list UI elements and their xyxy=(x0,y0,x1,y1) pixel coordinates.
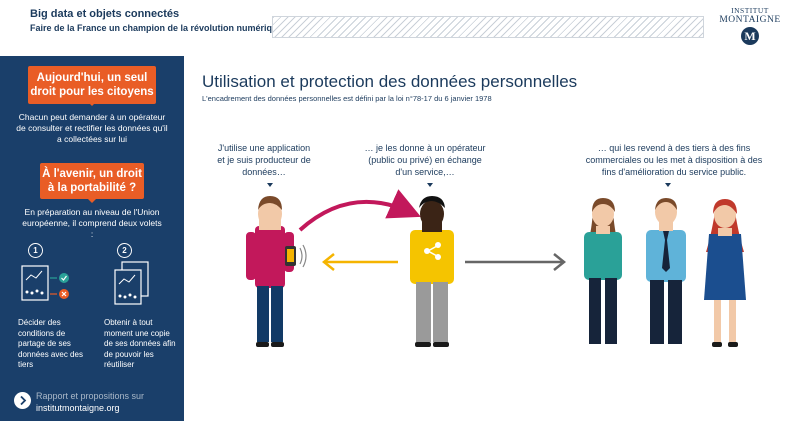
logo-line-1: INSTITUT xyxy=(731,6,769,15)
resale-arrow xyxy=(465,253,567,271)
caption-operator: … je les donne à un opérateur (public ou… xyxy=(364,143,486,177)
service-return-arrow xyxy=(321,253,398,271)
item-2-text: Obtenir à tout moment une copie de ses d… xyxy=(104,318,176,369)
footer-link[interactable]: institutmontaigne.org xyxy=(36,403,120,413)
header-subtitle: Faire de la France un champion de la rév… xyxy=(30,23,283,33)
item-1-text: Décider des conditions de partage de ses… xyxy=(18,318,83,369)
caption-user: J'utilise une application et je suis pro… xyxy=(217,143,311,177)
main-title: Utilisation et protection des données pe… xyxy=(202,72,578,91)
share-icon xyxy=(424,242,441,260)
future-right-box: À l'avenir, un droit à la portabilité ? xyxy=(40,163,144,199)
operator-figure xyxy=(410,196,454,347)
future-box-pointer xyxy=(86,197,98,203)
user-figure xyxy=(246,196,307,347)
footer-line-1: Rapport et propositions sur xyxy=(36,391,145,401)
today-right-text: Chacun peut demander à un opérateur de c… xyxy=(16,112,168,144)
logo-line-2: MONTAIGNE xyxy=(719,15,781,25)
caption-third-parties: … qui les revend à des tiers à des fins … xyxy=(585,143,763,177)
today-right-box: Aujourd'hui, un seul droit pour les cito… xyxy=(28,66,156,104)
logo-seal: M xyxy=(741,27,759,45)
future-right-text: En préparation au niveau de l'Union euro… xyxy=(22,207,162,239)
institut-montaigne-logo[interactable]: INSTITUT MONTAIGNE M xyxy=(712,6,788,45)
today-box-pointer xyxy=(86,100,98,106)
item-1-number: 1 xyxy=(28,243,43,258)
third-party-woman-teal xyxy=(584,198,622,344)
sidebar xyxy=(0,56,184,421)
caption-third-parties-pointer xyxy=(665,183,671,187)
item-2-number: 2 xyxy=(117,243,132,258)
document-chart-icon xyxy=(21,265,69,301)
third-party-woman-dress xyxy=(704,199,746,347)
curved-give-arrow xyxy=(298,189,421,232)
third-party-man-tie xyxy=(646,198,686,344)
caption-operator-pointer xyxy=(427,183,433,187)
header-title: Big data et objets connectés xyxy=(30,8,180,20)
header-stripe-decoration xyxy=(272,16,704,38)
document-copy-icon xyxy=(114,261,149,305)
caption-user-pointer xyxy=(267,183,273,187)
main-subtitle: L'encadrement des données personnelles e… xyxy=(202,94,492,103)
chevron-right-icon[interactable] xyxy=(14,392,31,409)
